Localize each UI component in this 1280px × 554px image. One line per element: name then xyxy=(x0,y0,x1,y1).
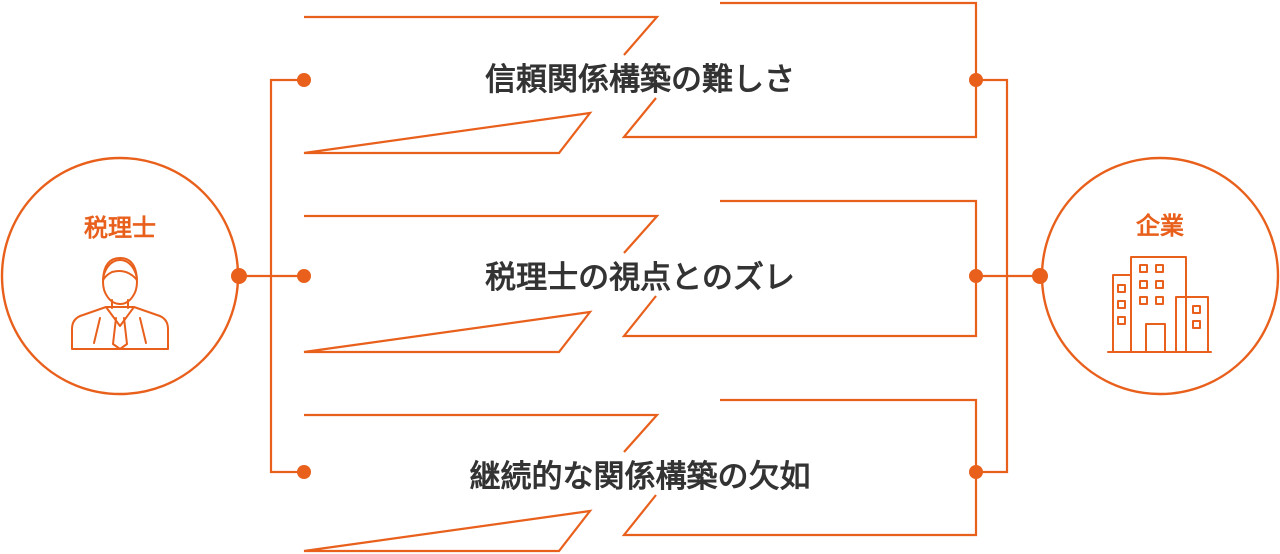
businessman-icon xyxy=(71,257,169,350)
issue-box-left-half xyxy=(303,15,660,155)
issue-box-right-dot xyxy=(969,73,983,87)
right-actor-label: 企業 xyxy=(1136,212,1184,240)
issue-box-left-half xyxy=(303,413,660,553)
issue-box-left-dot xyxy=(297,73,311,87)
issue-box-3: 継続的な関係構築の欠如 xyxy=(297,398,983,553)
issue-box-right-dot xyxy=(969,465,983,479)
issue-box-left-dot xyxy=(297,269,311,283)
issue-box-1: 信頼関係構築の難しさ xyxy=(297,1,983,155)
issue-box-right-half xyxy=(621,398,978,537)
right-actor-circle xyxy=(1040,156,1280,396)
right-actor: 企業 xyxy=(1040,156,1280,396)
issue-label: 信頼関係構築の難しさ xyxy=(485,62,795,98)
issue-box-left-dot xyxy=(297,465,311,479)
right-hub-dot xyxy=(1032,268,1048,284)
issue-box-2: 税理士の視点とのズレ xyxy=(297,199,983,354)
issue-box-right-dot xyxy=(969,269,983,283)
left-actor-label: 税理士 xyxy=(84,214,156,242)
issue-label: 税理士の視点とのズレ xyxy=(485,260,795,296)
left-hub-dot xyxy=(231,268,247,284)
issue-box-left-half xyxy=(303,214,660,354)
left-actor: 税理士 xyxy=(0,156,240,396)
issue-label: 継続的な関係構築の欠如 xyxy=(470,459,811,495)
left-actor-circle xyxy=(0,156,240,396)
issue-box-right-half xyxy=(621,199,978,338)
left-connector xyxy=(239,78,304,474)
right-connector xyxy=(976,78,1040,474)
office-building-icon xyxy=(1107,256,1212,353)
issue-box-right-half xyxy=(621,1,978,139)
